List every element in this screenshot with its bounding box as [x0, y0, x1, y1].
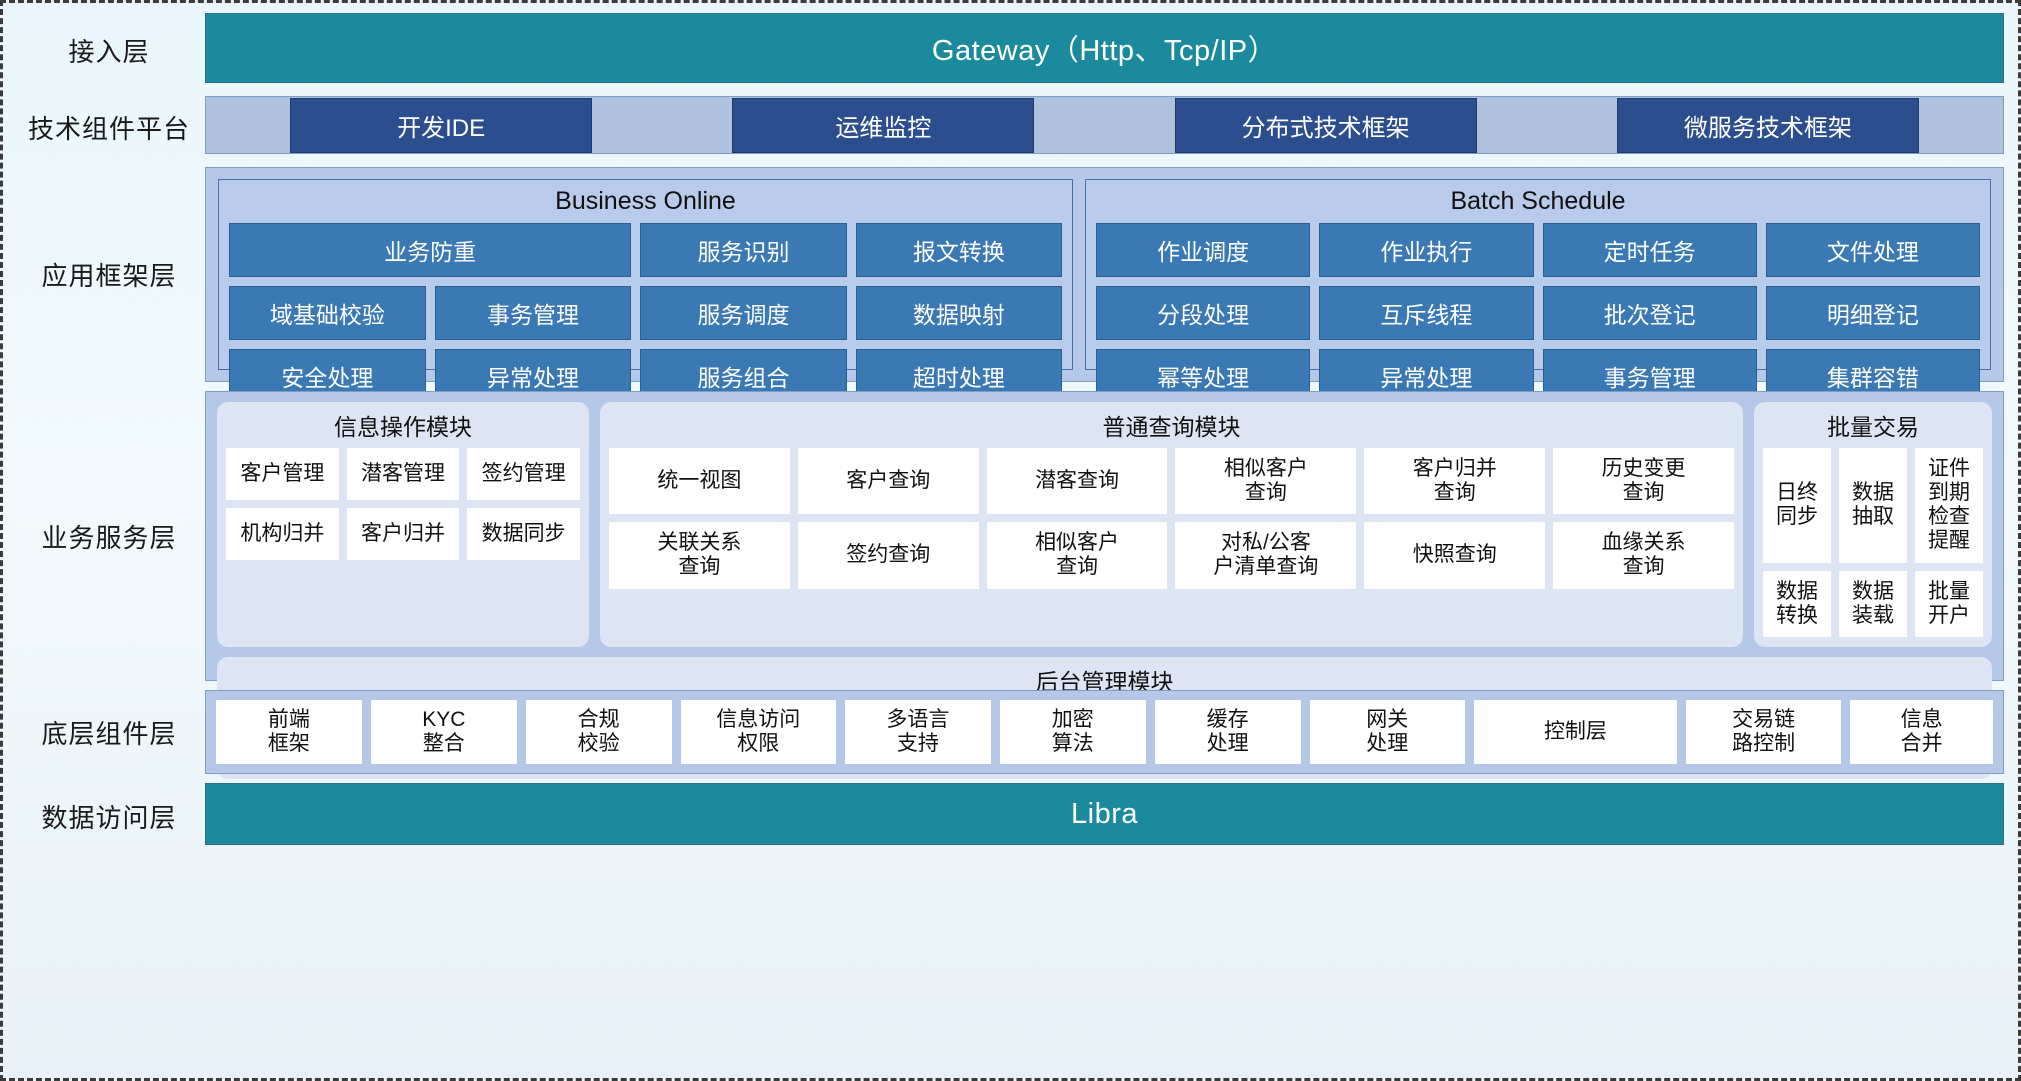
- group-grid-business-online: 业务防重 服务识别 报文转换 域基础校验 事务管理 服务调度 数据映射 安全处理…: [229, 223, 1062, 403]
- card-info-operation-module: 信息操作模块 客户管理 潜客管理 签约管理 机构归并 客户归并 数据同步: [217, 402, 589, 647]
- layer-body-base-component: 前端 框架 KYC 整合 合规 校验 信息访问 权限 多语言 支持 加密 算法 …: [205, 690, 2004, 774]
- group-business-online: Business Online 业务防重 服务识别 报文转换 域基础校验 事务管…: [218, 179, 1073, 403]
- layer-label-tech-platform: 技术组件平台: [27, 113, 190, 144]
- biz-cell-data-sync[interactable]: 数据同步: [467, 508, 580, 560]
- fw-cell-transaction-mgmt[interactable]: 事务管理: [434, 286, 632, 340]
- fw-cell-segment-handling[interactable]: 分段处理: [1096, 286, 1311, 340]
- card-grid-common-query: 统一视图 客户查询 潜客查询 相似客户 查询 客户归并 查询 历史变更 查询 关…: [609, 448, 1734, 589]
- group-title-business-online: Business Online: [555, 187, 736, 215]
- tech-platform-strip: 开发IDE 运维监控 分布式技术框架 微服务技术框架: [205, 96, 2004, 154]
- biz-cell-customer-merge[interactable]: 客户归并: [346, 508, 460, 560]
- layer-row-business-service: 业务服务层 信息操作模块 客户管理 潜客管理 签约管理 机构归并 客户归并 数据…: [13, 391, 2004, 780]
- base-cell-control-layer[interactable]: 控制层: [1473, 700, 1677, 764]
- biz-cell-similar-customer-query[interactable]: 相似客户 查询: [1175, 448, 1357, 515]
- biz-cell-eod-sync[interactable]: 日终 同步: [1763, 448, 1831, 563]
- fw-cell-service-identify[interactable]: 服务识别: [640, 223, 847, 277]
- fw-cell-detail-registration[interactable]: 明细登记: [1765, 286, 1980, 340]
- base-cell-frontend-framework[interactable]: 前端 框架: [216, 700, 362, 764]
- biz-cell-lineage-relationship-query[interactable]: 血缘关系 查询: [1553, 522, 1734, 589]
- base-cell-kyc-integration[interactable]: KYC 整合: [370, 700, 517, 764]
- layer-label-access: 接入层: [68, 36, 150, 67]
- layer-label-base-component: 底层组件层: [41, 718, 177, 749]
- layer-body-data-access: Libra: [205, 783, 2004, 849]
- layer-body-tech-platform: 开发IDE 运维监控 分布式技术框架 微服务技术框架: [205, 96, 2004, 158]
- fw-cell-mutex-thread[interactable]: 互斥线程: [1319, 286, 1534, 340]
- biz-cell-batch-account-opening[interactable]: 批量 开户: [1915, 570, 1983, 637]
- biz-cell-customer-query[interactable]: 客户查询: [797, 448, 979, 515]
- biz-cell-unified-view[interactable]: 统一视图: [609, 448, 790, 515]
- base-cell-compliance-check[interactable]: 合规 校验: [525, 700, 672, 764]
- biz-cell-contract-mgmt[interactable]: 签约管理: [467, 448, 580, 500]
- card-title-info-operation: 信息操作模块: [334, 414, 472, 440]
- tech-button-microservice-framework[interactable]: 微服务技术框架: [1616, 97, 1919, 153]
- base-cell-info-access-permission[interactable]: 信息访问 权限: [680, 700, 836, 764]
- biz-cell-certificate-expiry-reminder[interactable]: 证件到期 检查提醒: [1915, 448, 1983, 563]
- base-component-panel: 前端 框架 KYC 整合 合规 校验 信息访问 权限 多语言 支持 加密 算法 …: [205, 690, 2004, 774]
- layer-body-app-framework: Business Online 业务防重 服务识别 报文转换 域基础校验 事务管…: [205, 167, 2004, 403]
- card-title-common-query: 普通查询模块: [1102, 414, 1241, 440]
- layer-row-data-access: 数据访问层 Libra: [13, 783, 2004, 849]
- layer-body-business-service: 信息操作模块 客户管理 潜客管理 签约管理 机构归并 客户归并 数据同步 普通查…: [205, 391, 2004, 780]
- biz-cell-data-transform[interactable]: 数据 转换: [1763, 570, 1831, 637]
- biz-cell-customer-merge-query[interactable]: 客户归并 查询: [1364, 448, 1546, 515]
- layer-row-tech-platform: 技术组件平台 开发IDE 运维监控 分布式技术框架 微服务技术框架: [13, 96, 2004, 158]
- layer-row-app-framework: 应用框架层 Business Online 业务防重 服务识别 报文转换 域基础…: [13, 167, 2004, 403]
- biz-cell-prospect-mgmt[interactable]: 潜客管理: [346, 448, 460, 500]
- group-batch-schedule: Batch Schedule 作业调度 作业执行 定时任务 文件处理 分段处理 …: [1085, 179, 1991, 403]
- card-batch-transaction-module: 批量交易 日终 同步 数据 抽取 证件到期 检查提醒 数据 转换 数据 装载 批…: [1754, 402, 1992, 647]
- fw-cell-job-schedule[interactable]: 作业调度: [1096, 223, 1311, 277]
- libra-bar[interactable]: Libra: [205, 783, 2004, 845]
- card-grid-info-operation: 客户管理 潜客管理 签约管理 机构归并 客户归并 数据同步: [226, 448, 580, 560]
- card-common-query-module: 普通查询模块 统一视图 客户查询 潜客查询 相似客户 查询 客户归并 查询 历史…: [600, 402, 1743, 647]
- fw-cell-timed-task[interactable]: 定时任务: [1542, 223, 1757, 277]
- layer-body-access: Gateway（Http、Tcp/IP）: [205, 13, 2004, 87]
- fw-cell-business-dedup[interactable]: 业务防重: [229, 223, 632, 277]
- card-grid-batch-transaction: 日终 同步 数据 抽取 证件到期 检查提醒 数据 转换 数据 装载 批量 开户: [1763, 448, 1983, 637]
- base-cell-gateway-handling[interactable]: 网关 处理: [1309, 700, 1465, 764]
- layer-label-data-access: 数据访问层: [41, 802, 177, 833]
- biz-cell-contract-query[interactable]: 签约查询: [797, 522, 979, 589]
- fw-cell-message-transform[interactable]: 报文转换: [855, 223, 1062, 277]
- fw-cell-job-execute[interactable]: 作业执行: [1319, 223, 1534, 277]
- group-title-batch-schedule: Batch Schedule: [1450, 187, 1626, 215]
- biz-cell-similar-customer-query-2[interactable]: 相似客户 查询: [986, 522, 1168, 589]
- biz-cell-snapshot-query[interactable]: 快照查询: [1364, 522, 1546, 589]
- biz-cell-relationship-query[interactable]: 关联关系 查询: [609, 522, 790, 589]
- fw-cell-batch-registration[interactable]: 批次登记: [1542, 286, 1757, 340]
- tech-button-dev-ide[interactable]: 开发IDE: [290, 97, 593, 153]
- base-cell-multilanguage-support[interactable]: 多语言 支持: [844, 700, 991, 764]
- layer-row-access: 接入层 Gateway（Http、Tcp/IP）: [13, 13, 2004, 87]
- tech-button-ops-monitor[interactable]: 运维监控: [732, 97, 1035, 153]
- layer-label-business-service: 业务服务层: [41, 522, 177, 553]
- biz-cell-private-public-customer-list-query[interactable]: 对私/公客 户清单查询: [1175, 522, 1357, 589]
- base-cell-encryption-algorithm[interactable]: 加密 算法: [999, 700, 1146, 764]
- base-cell-cache-handling[interactable]: 缓存 处理: [1154, 700, 1301, 764]
- biz-cell-org-merge[interactable]: 机构归并: [226, 508, 339, 560]
- biz-cell-customer-mgmt[interactable]: 客户管理: [226, 448, 339, 500]
- base-cell-transaction-chain-control[interactable]: 交易链 路控制: [1685, 700, 1842, 764]
- biz-cell-history-change-query[interactable]: 历史变更 查询: [1553, 448, 1734, 515]
- group-grid-batch-schedule: 作业调度 作业执行 定时任务 文件处理 分段处理 互斥线程 批次登记 明细登记 …: [1096, 223, 1980, 403]
- tech-button-distributed-framework[interactable]: 分布式技术框架: [1174, 97, 1477, 153]
- layer-row-base-component: 底层组件层 前端 框架 KYC 整合 合规 校验 信息访问 权限 多语言 支持 …: [13, 690, 2004, 774]
- fw-cell-file-handling[interactable]: 文件处理: [1765, 223, 1980, 277]
- business-service-panel: 信息操作模块 客户管理 潜客管理 签约管理 机构归并 客户归并 数据同步 普通查…: [205, 391, 2004, 780]
- biz-cell-data-extract[interactable]: 数据 抽取: [1839, 448, 1907, 563]
- fw-cell-service-dispatch[interactable]: 服务调度: [640, 286, 847, 340]
- app-framework-panel: Business Online 业务防重 服务识别 报文转换 域基础校验 事务管…: [205, 167, 2004, 403]
- business-service-top-row: 信息操作模块 客户管理 潜客管理 签约管理 机构归并 客户归并 数据同步 普通查…: [217, 402, 1992, 647]
- card-title-batch-transaction: 批量交易: [1827, 414, 1919, 440]
- biz-cell-prospect-query[interactable]: 潜客查询: [986, 448, 1168, 515]
- fw-cell-domain-validation[interactable]: 域基础校验: [229, 286, 426, 340]
- base-cell-info-merge[interactable]: 信息 合并: [1850, 700, 1993, 764]
- biz-cell-data-load[interactable]: 数据 装载: [1839, 570, 1907, 637]
- gateway-bar[interactable]: Gateway（Http、Tcp/IP）: [205, 13, 2004, 83]
- fw-cell-data-mapping[interactable]: 数据映射: [855, 286, 1062, 340]
- layer-label-app-framework: 应用框架层: [41, 261, 177, 291]
